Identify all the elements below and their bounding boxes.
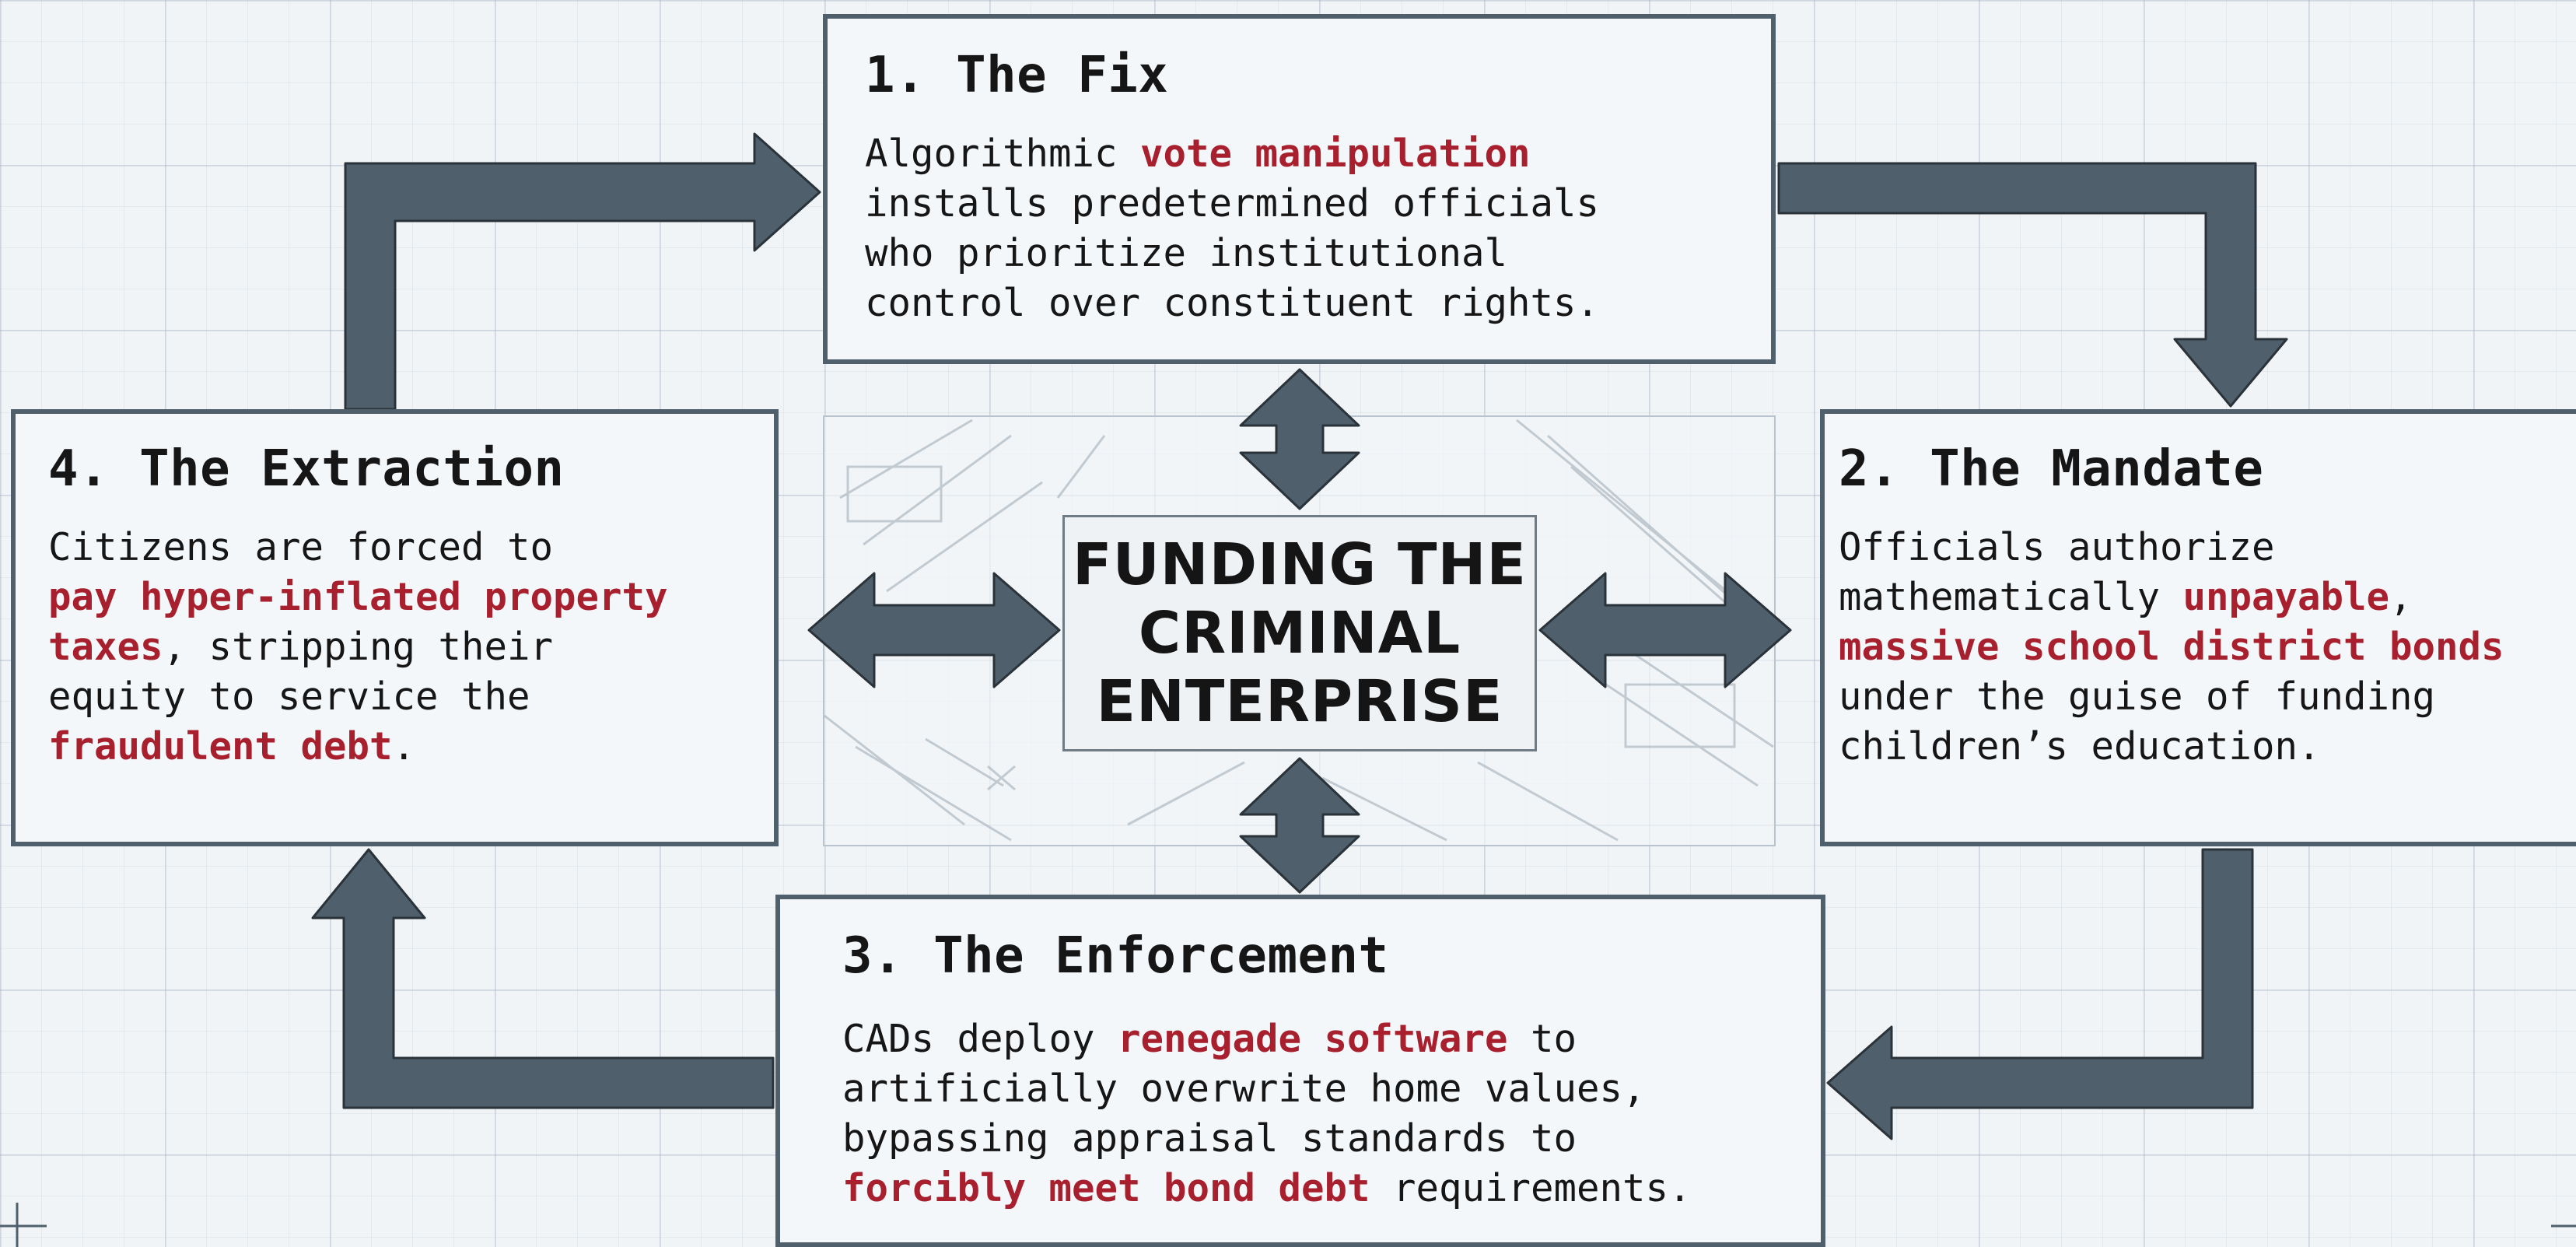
highlighted-phrase: renegade software (1118, 1017, 1508, 1062)
step-box-extraction: 4. The Extraction Citizens are forced to… (11, 409, 779, 846)
connector-center-bottom (1239, 757, 1360, 894)
highlighted-phrase: forcibly meet bond debt (842, 1166, 1370, 1211)
connector-center-right (1538, 572, 1792, 688)
step-description-extraction: Citizens are forced to pay hyper-inflated… (48, 523, 774, 772)
description-text: under the guise of funding (1839, 674, 2436, 720)
arrow-enforcement-to-extraction (311, 848, 775, 1109)
step-box-fix: 1. The Fix Algorithmic vote manipulation… (823, 14, 1776, 364)
description-text: requirements. (1370, 1166, 1692, 1211)
description-text: CADs deploy (842, 1017, 1118, 1062)
arrow-extraction-to-fix (344, 132, 821, 411)
highlighted-phrase: massive school district bonds (1839, 625, 2504, 670)
connector-center-left (807, 572, 1061, 688)
connector-center-top (1239, 368, 1360, 510)
description-text: equity to service the (48, 674, 530, 720)
description-text: bypassing appraisal standards to (842, 1116, 1577, 1161)
arrow-fix-to-mandate (1777, 162, 2288, 408)
highlighted-phrase: pay hyper-inflated property (48, 575, 668, 620)
description-text: , stripping their (163, 625, 554, 670)
center-title: FUNDING THE CRIMINAL ENTERPRISE (1073, 531, 1527, 735)
arrow-mandate-to-enforcement (1826, 848, 2254, 1140)
description-text: Algorithmic (865, 131, 1141, 177)
description-text: mathematically (1839, 575, 2183, 620)
description-text: Citizens are forced to (48, 525, 554, 570)
highlighted-phrase: taxes (48, 625, 163, 670)
description-text: who prioritize institutional (865, 231, 1508, 276)
step-title-mandate: 2. The Mandate (1839, 440, 2264, 498)
description-text: , (2389, 575, 2413, 620)
description-text: Officials authorize (1839, 525, 2275, 570)
step-description-enforcement: CADs deploy renegade software to artifici… (842, 1014, 1821, 1214)
highlighted-phrase: fraudulent debt (48, 724, 393, 769)
step-box-enforcement: 3. The Enforcement CADs deploy renegade … (775, 895, 1825, 1247)
center-hub-box: FUNDING THE CRIMINAL ENTERPRISE (1062, 515, 1537, 751)
description-text: installs predetermined officials (865, 181, 1600, 226)
description-text: . (392, 724, 416, 769)
step-description-mandate: Officials authorize mathematically unpaya… (1839, 523, 2576, 772)
description-text: artificially overwrite home values, (842, 1067, 1646, 1112)
highlighted-phrase: vote manipulation (1140, 131, 1531, 177)
description-text: to (1507, 1017, 1577, 1062)
step-box-mandate: 2. The Mandate Officials authorize mathem… (1820, 409, 2576, 846)
step-title-enforcement: 3. The Enforcement (842, 927, 1389, 985)
description-text: control over constituent rights. (865, 281, 1600, 326)
description-text: children’s education. (1839, 724, 2321, 769)
highlighted-phrase: unpayable (2182, 575, 2390, 620)
step-title-fix: 1. The Fix (865, 47, 1169, 104)
step-title-extraction: 4. The Extraction (48, 440, 565, 498)
